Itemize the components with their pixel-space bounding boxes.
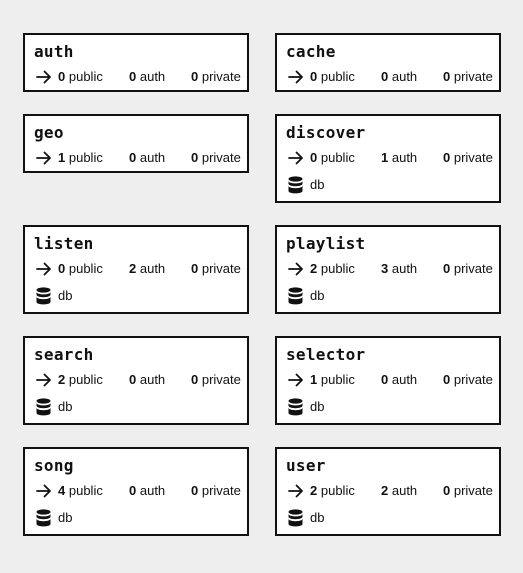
auth-count: 0 auth: [129, 69, 166, 84]
service-name: discover: [286, 123, 366, 142]
arrow-right-icon: [288, 70, 303, 84]
service-card-song: song 4 public 0 auth 0 private db: [23, 447, 249, 536]
service-name: auth: [34, 42, 74, 61]
private-count: 0 private: [443, 150, 493, 165]
arrow-right-icon: [288, 484, 303, 498]
service-name: geo: [34, 123, 64, 142]
private-count: 0 private: [191, 483, 241, 498]
service-name: listen: [34, 234, 94, 253]
database-label: db: [58, 510, 73, 525]
database-label: db: [310, 399, 325, 414]
endpoint-counts: 0 public 1 auth 0 private: [277, 149, 499, 167]
endpoint-counts: 0 public 0 auth 0 private: [25, 68, 247, 86]
public-count: 0 public: [310, 150, 355, 165]
auth-count: 2 auth: [381, 483, 418, 498]
endpoint-counts: 1 public 0 auth 0 private: [277, 371, 499, 389]
database-icon: [288, 509, 303, 527]
service-name: cache: [286, 42, 336, 61]
endpoint-counts: 4 public 0 auth 0 private: [25, 482, 247, 500]
database-icon: [288, 287, 303, 305]
service-name: song: [34, 456, 74, 475]
endpoint-counts: 0 public 0 auth 0 private: [277, 68, 499, 86]
service-card-discover: discover 0 public 1 auth 0 private db: [275, 114, 501, 203]
database-label: db: [310, 177, 325, 192]
arrow-right-icon: [36, 484, 51, 498]
database-label: db: [58, 399, 73, 414]
service-card-listen: listen 0 public 2 auth 0 private db: [23, 225, 249, 314]
public-count: 1 public: [58, 150, 103, 165]
arrow-right-icon: [288, 151, 303, 165]
auth-count: 0 auth: [381, 69, 418, 84]
arrow-right-icon: [288, 373, 303, 387]
auth-count: 0 auth: [129, 483, 166, 498]
endpoint-counts: 2 public 2 auth 0 private: [277, 482, 499, 500]
service-card-geo: geo 1 public 0 auth 0 private: [23, 114, 249, 173]
service-card-search: search 2 public 0 auth 0 private db: [23, 336, 249, 425]
endpoint-counts: 2 public 0 auth 0 private: [25, 371, 247, 389]
database-icon: [36, 509, 51, 527]
service-card-playlist: playlist 2 public 3 auth 0 private db: [275, 225, 501, 314]
private-count: 0 private: [443, 372, 493, 387]
private-count: 0 private: [191, 372, 241, 387]
service-name: selector: [286, 345, 366, 364]
arrow-right-icon: [36, 70, 51, 84]
database-icon: [288, 176, 303, 194]
private-count: 0 private: [443, 261, 493, 276]
endpoint-counts: 1 public 0 auth 0 private: [25, 149, 247, 167]
arrow-right-icon: [288, 262, 303, 276]
service-name: playlist: [286, 234, 366, 253]
private-count: 0 private: [191, 69, 241, 84]
service-name: user: [286, 456, 326, 475]
public-count: 2 public: [310, 483, 355, 498]
auth-count: 0 auth: [129, 372, 166, 387]
public-count: 1 public: [310, 372, 355, 387]
service-card-auth: auth 0 public 0 auth 0 private: [23, 33, 249, 92]
auth-count: 2 auth: [129, 261, 166, 276]
auth-count: 1 auth: [381, 150, 418, 165]
arrow-right-icon: [36, 151, 51, 165]
service-card-user: user 2 public 2 auth 0 private db: [275, 447, 501, 536]
public-count: 0 public: [58, 69, 103, 84]
endpoint-counts: 0 public 2 auth 0 private: [25, 260, 247, 278]
private-count: 0 private: [443, 69, 493, 84]
private-count: 0 private: [191, 261, 241, 276]
public-count: 2 public: [310, 261, 355, 276]
endpoint-counts: 2 public 3 auth 0 private: [277, 260, 499, 278]
database-label: db: [310, 510, 325, 525]
service-card-selector: selector 1 public 0 auth 0 private db: [275, 336, 501, 425]
arrow-right-icon: [36, 373, 51, 387]
database-icon: [36, 287, 51, 305]
public-count: 4 public: [58, 483, 103, 498]
service-card-cache: cache 0 public 0 auth 0 private: [275, 33, 501, 92]
database-label: db: [310, 288, 325, 303]
public-count: 0 public: [310, 69, 355, 84]
auth-count: 3 auth: [381, 261, 418, 276]
public-count: 2 public: [58, 372, 103, 387]
public-count: 0 public: [58, 261, 103, 276]
database-icon: [288, 398, 303, 416]
auth-count: 0 auth: [381, 372, 418, 387]
arrow-right-icon: [36, 262, 51, 276]
database-icon: [36, 398, 51, 416]
private-count: 0 private: [443, 483, 493, 498]
private-count: 0 private: [191, 150, 241, 165]
auth-count: 0 auth: [129, 150, 166, 165]
service-name: search: [34, 345, 94, 364]
database-label: db: [58, 288, 73, 303]
